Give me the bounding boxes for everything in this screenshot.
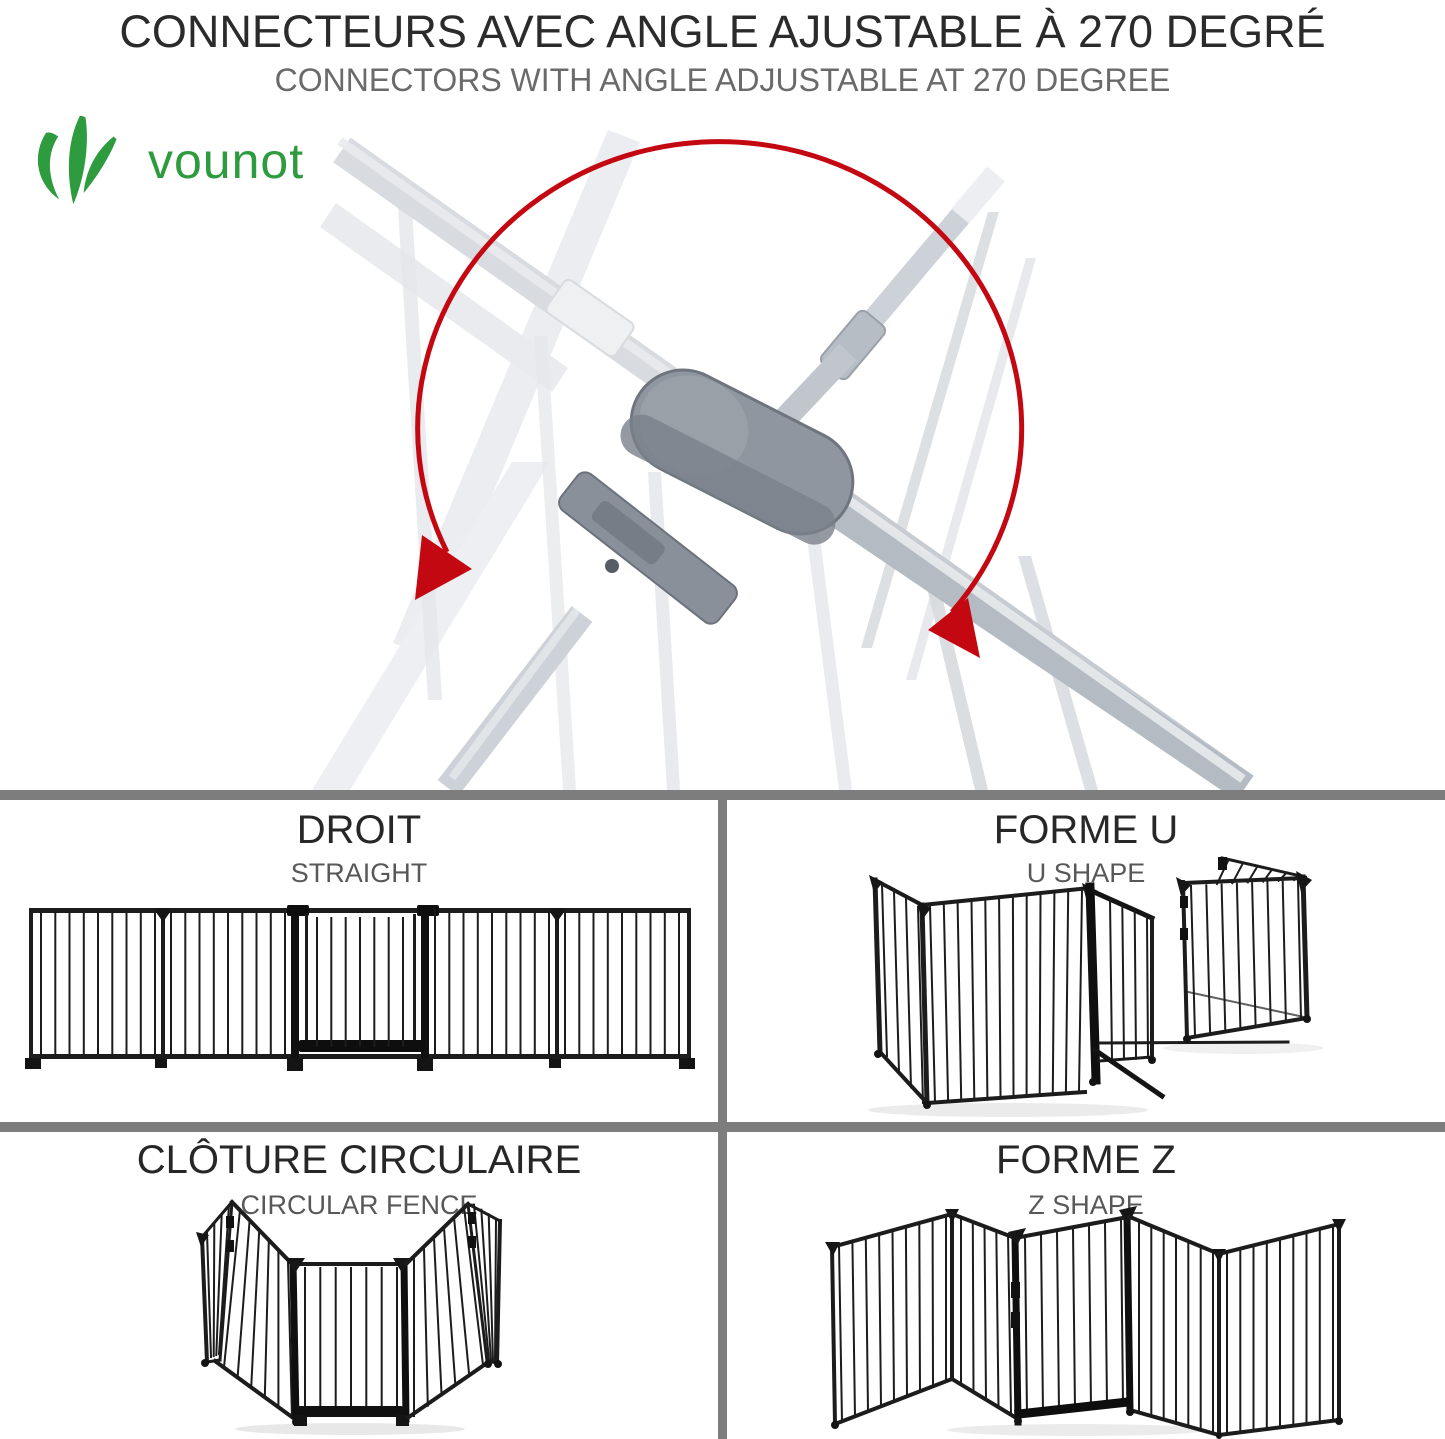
quadrant-straight-title-en: STRAIGHT — [290, 858, 428, 888]
vounot-leaf-icon — [37, 115, 117, 205]
circular-fence-illustration — [196, 1199, 503, 1435]
page-title-en: CONNECTORS WITH ANGLE ADJUSTABLE AT 270 … — [274, 62, 1171, 98]
divider-vertical-center — [718, 790, 727, 1439]
brand-logo: vounot — [30, 114, 304, 208]
brand-name: vounot — [148, 133, 305, 189]
connector-joint — [620, 368, 855, 545]
page-title-fr: CONNECTEURS AVEC ANGLE AJUSTABLE À 270 D… — [119, 6, 1326, 57]
quadrant-u-shape-title-fr: FORME U — [993, 808, 1179, 852]
hero-connector-photo — [312, 130, 1254, 790]
straight-fence-illustration — [25, 905, 695, 1071]
quadrant-straight-title-fr: DROIT — [296, 808, 422, 852]
u-shape-fence-illustration — [868, 856, 1323, 1117]
rotation-270-arrow-icon — [415, 139, 1025, 658]
quadrant-circular-title-fr: CLÔTURE CIRCULAIRE — [136, 1138, 582, 1182]
quadrant-circular-title-en: CIRCULAR FENCE — [240, 1190, 478, 1220]
z-shape-fence-illustration — [825, 1206, 1346, 1439]
quadrant-z-shape-title-fr: FORME Z — [996, 1138, 1176, 1182]
